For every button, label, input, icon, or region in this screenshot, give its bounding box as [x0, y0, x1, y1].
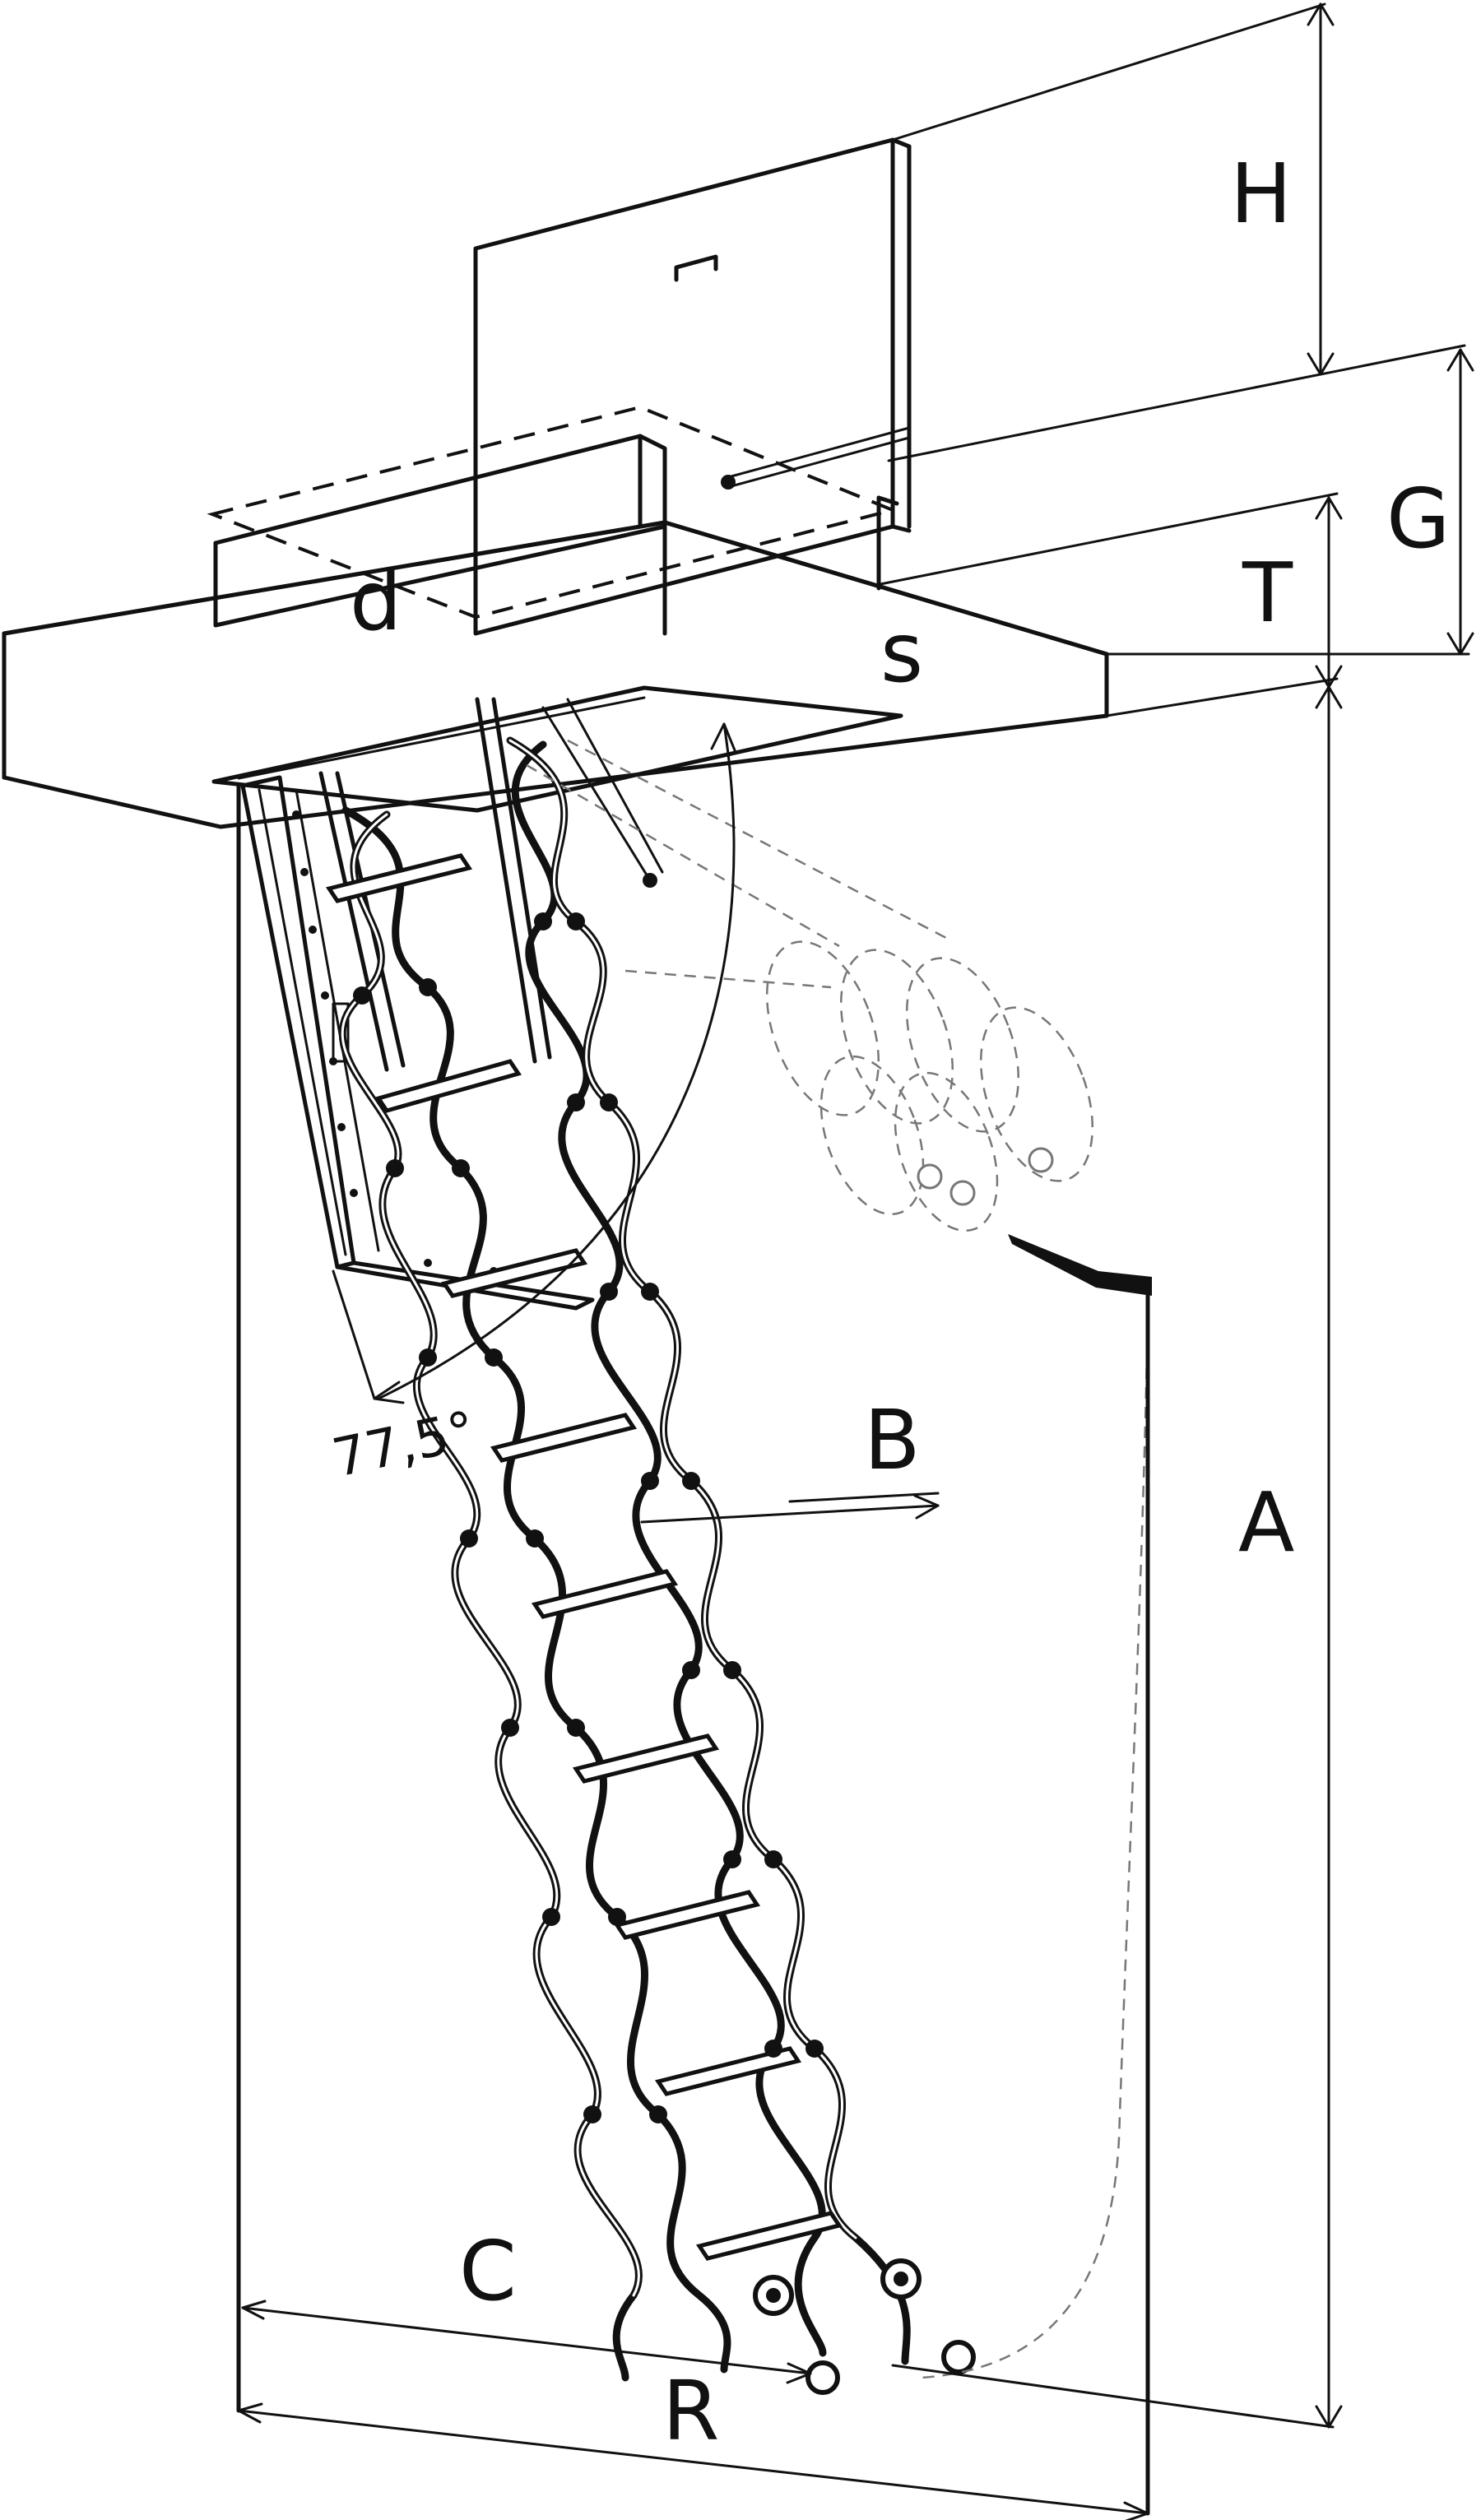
- dim-C: [241, 2300, 812, 2384]
- fold-frame: [240, 775, 595, 1311]
- label-C: C: [459, 2223, 517, 2319]
- label-d: d: [350, 553, 402, 649]
- label-B: B: [864, 1392, 921, 1488]
- dim-B: [640, 1492, 940, 1524]
- folded-ladder-ghost: [526, 739, 1149, 2379]
- label-R: R: [662, 2363, 719, 2459]
- room-outline: [236, 783, 1335, 2516]
- lid-strut: [721, 426, 911, 490]
- ladder-pivots: [353, 912, 824, 2123]
- label-s: s: [880, 605, 923, 701]
- label-G: G: [1386, 471, 1451, 567]
- label-A: A: [1238, 1474, 1294, 1571]
- label-T: T: [1242, 545, 1293, 641]
- dim-G: [887, 344, 1474, 656]
- hatch-lid: [473, 137, 912, 636]
- dim-angle: [332, 722, 736, 1404]
- spring-rods: [318, 697, 664, 1072]
- ladder-rungs: [325, 853, 843, 2261]
- label-H: H: [1230, 146, 1292, 242]
- ceiling-opening: [211, 685, 903, 813]
- frame-box: [207, 405, 899, 628]
- dim-H: [891, 2, 1335, 376]
- label-angle: 77,5°: [327, 1400, 481, 1490]
- dim-A: [1315, 685, 1343, 2429]
- hatch-handle: [674, 254, 718, 282]
- dim-R: [237, 2402, 1149, 2520]
- ladder-feet: [753, 2258, 976, 2395]
- scissor-ladder: [338, 736, 911, 2382]
- handrail-bracket: [1008, 1234, 1152, 1296]
